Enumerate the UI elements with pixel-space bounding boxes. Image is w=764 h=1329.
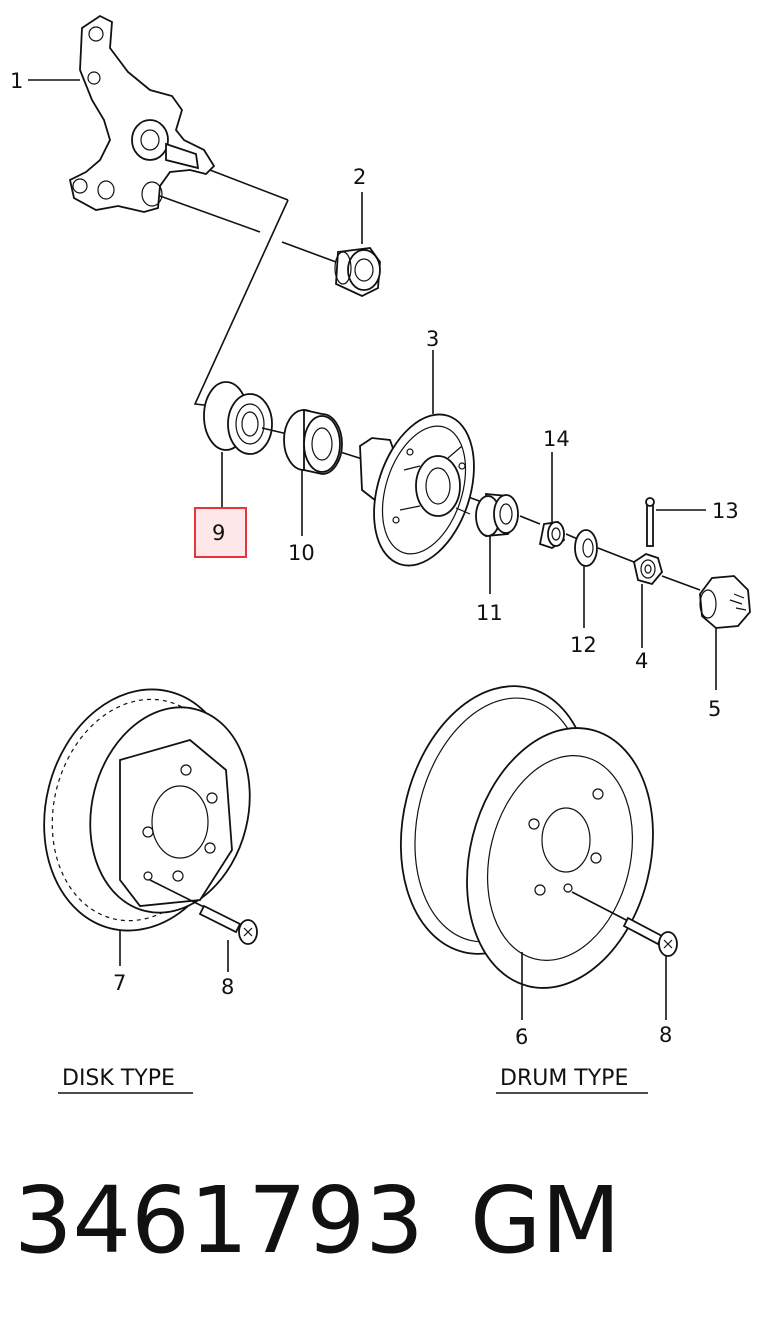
inner-bearing[interactable] [475,493,520,537]
hub[interactable] [356,402,492,579]
highlight-box [194,507,247,558]
caption-drum-type: DRUM TYPE [500,1066,628,1091]
callout-11: 11 [476,601,503,625]
brand-name: GM [470,1167,621,1274]
washer[interactable] [574,529,598,567]
callout-5: 5 [708,697,721,721]
callout-3: 3 [426,327,439,351]
spacer[interactable] [538,521,566,549]
hub-cap[interactable] [699,575,751,629]
cotter-pin[interactable] [645,497,655,547]
brake-disk[interactable] [19,669,271,951]
steering-knuckle[interactable] [68,14,216,213]
part-number: 3461793 [14,1167,424,1274]
callout-7: 7 [113,971,126,995]
callout-10: 10 [288,541,315,565]
caption-disk-type: DISK TYPE [62,1066,175,1091]
callout-8-disk: 8 [221,975,234,999]
callout-2: 2 [353,165,366,189]
screw-drum[interactable] [622,916,678,957]
callout-8-drum: 8 [659,1023,672,1047]
callout-1: 1 [10,69,23,93]
callout-9: 9 [212,521,225,545]
screw-disk[interactable] [198,904,258,945]
brake-drum[interactable] [374,666,679,1008]
callout-14: 14 [543,427,570,451]
callout-12: 12 [570,633,597,657]
callout-4: 4 [635,649,648,673]
oil-seal[interactable] [203,381,273,455]
callout-6: 6 [515,1025,528,1049]
castle-nut[interactable] [632,553,663,586]
bushing[interactable] [334,247,381,297]
callout-13: 13 [712,499,739,523]
outer-bearing[interactable] [283,408,343,475]
